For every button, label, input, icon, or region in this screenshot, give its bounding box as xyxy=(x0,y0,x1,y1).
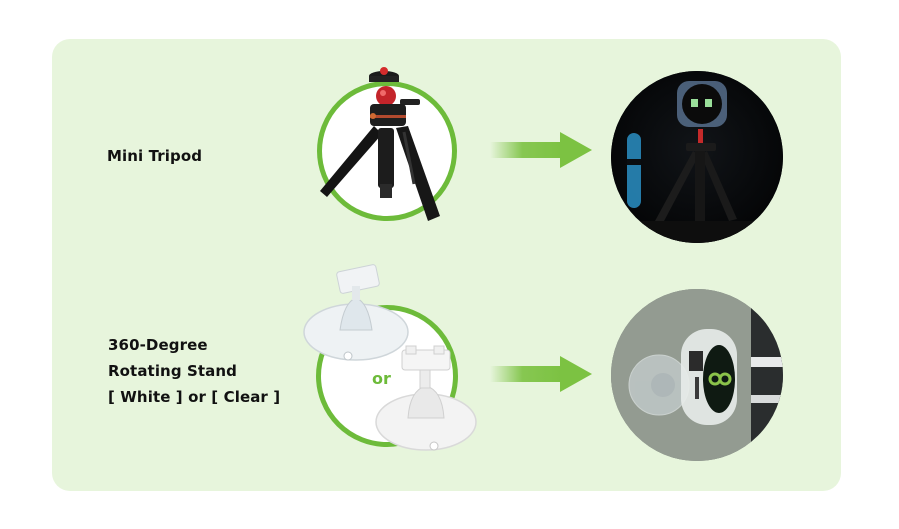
label-line: Mini Tripod xyxy=(107,147,203,165)
arrow-right-icon xyxy=(490,356,592,392)
mini-tripod-label: Mini Tripod xyxy=(107,143,202,169)
rotating-stand-icon xyxy=(303,264,477,451)
or-separator: or xyxy=(372,369,391,388)
device-on-tripod-photo xyxy=(611,71,783,243)
rotating-stand-label: 360-Degree Rotating Stand [ White ] or [… xyxy=(108,332,280,410)
device-on-suction-stand-photo xyxy=(611,289,783,461)
label-line: [ White ] or [ Clear ] xyxy=(108,388,281,406)
arrow-right-icon xyxy=(490,132,592,168)
label-line: Rotating Stand xyxy=(108,362,238,380)
label-line: 360-Degree xyxy=(108,336,208,354)
tripod-icon xyxy=(320,67,440,221)
